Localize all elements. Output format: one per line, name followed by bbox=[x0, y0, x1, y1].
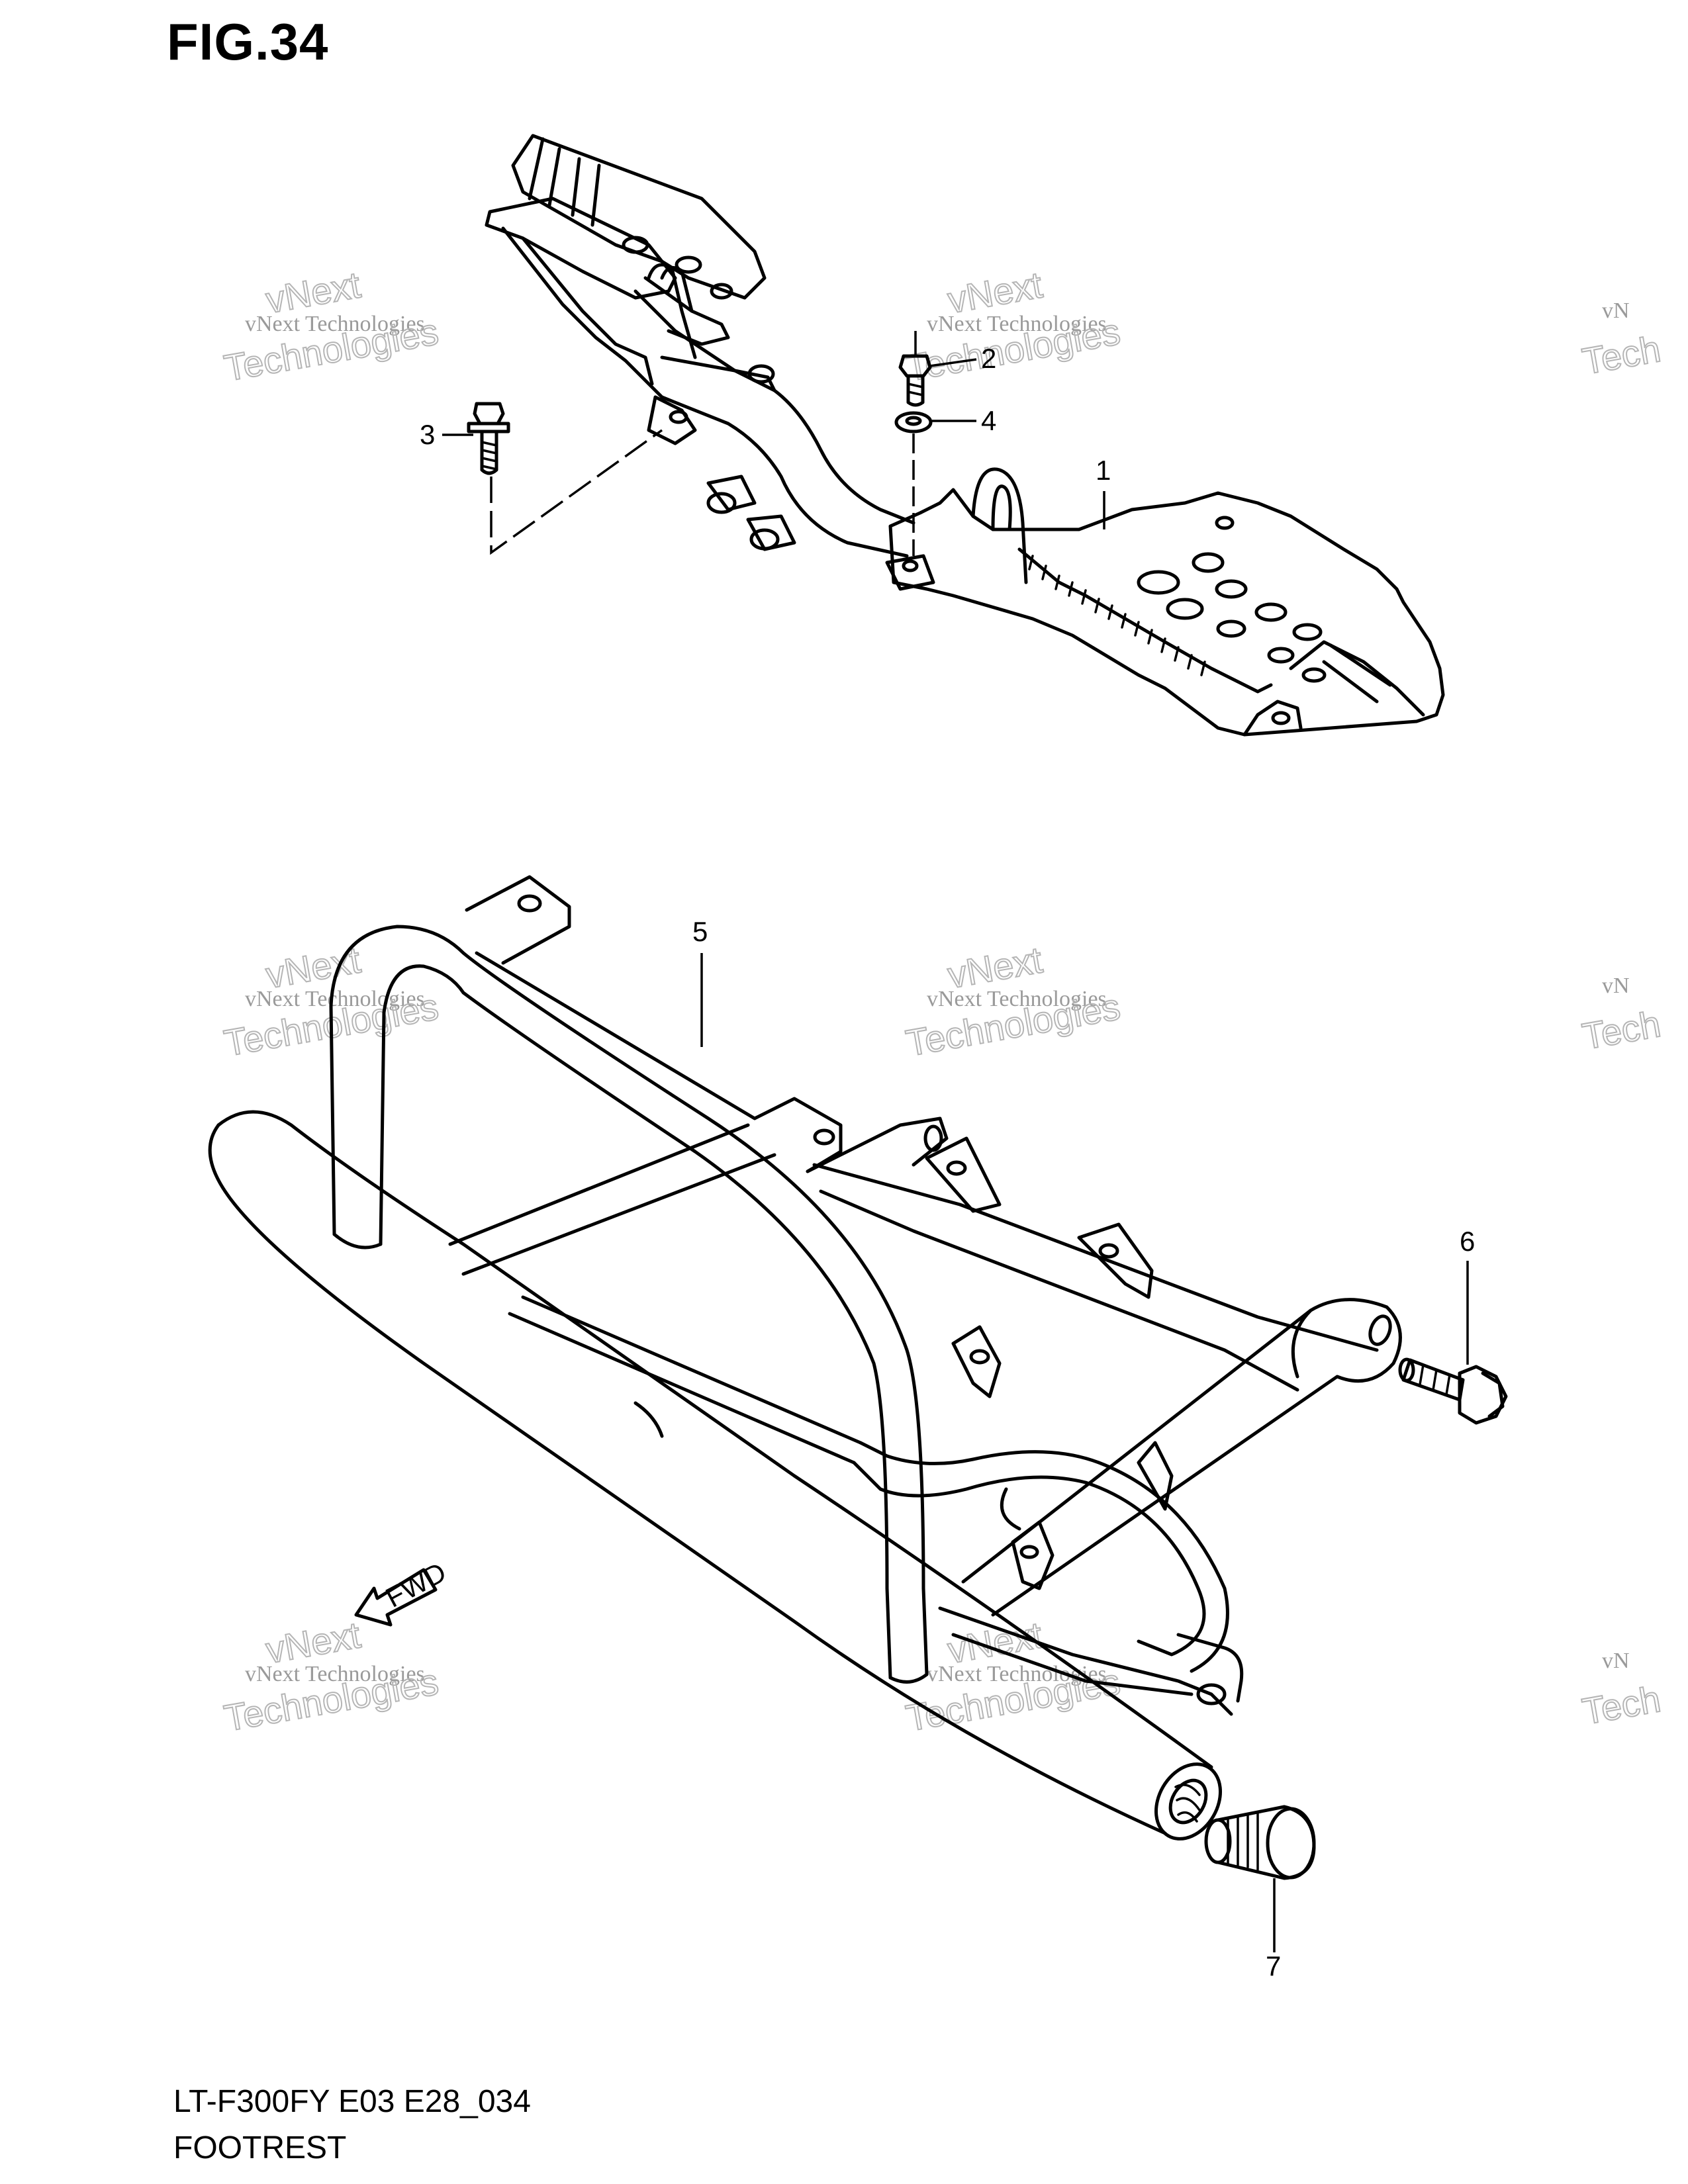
svg-text:Tech: Tech bbox=[1579, 328, 1664, 383]
svg-text:vNext Technologies: vNext Technologies bbox=[245, 312, 425, 336]
watermark-group: vNext Technologies Technologies vNext vN… bbox=[220, 263, 1664, 1740]
svg-text:Tech: Tech bbox=[1579, 1003, 1664, 1058]
part-7-plug bbox=[1204, 1805, 1316, 1880]
callout-5: 5 bbox=[692, 916, 708, 1047]
watermark-edge: vN Tech bbox=[1579, 298, 1664, 383]
footrest-assembly bbox=[485, 134, 1445, 737]
part-5-guard-frame bbox=[208, 875, 1402, 1841]
svg-text:vN: vN bbox=[1602, 974, 1630, 998]
svg-text:vN: vN bbox=[1602, 298, 1630, 323]
watermark-edge: vN Tech bbox=[1579, 1649, 1664, 1733]
callout-1: 1 bbox=[1096, 455, 1111, 529]
callout-3: 3 bbox=[420, 419, 473, 450]
part-2-bolt bbox=[898, 354, 932, 407]
svg-text:vNext Technologies: vNext Technologies bbox=[245, 987, 425, 1011]
svg-text:vNext Technologies: vNext Technologies bbox=[245, 1662, 425, 1686]
fwd-arrow-icon: FWD bbox=[354, 1556, 451, 1627]
callout-2: 2 bbox=[929, 343, 996, 374]
callout-4: 4 bbox=[932, 405, 996, 436]
part-6-bolt bbox=[1398, 1357, 1508, 1425]
watermark: vNext Technologies Technologies vNext bbox=[902, 938, 1124, 1065]
part-3-bolt bbox=[467, 402, 510, 475]
svg-text:FWD: FWD bbox=[381, 1556, 451, 1613]
section-name: FOOTREST bbox=[173, 2130, 347, 2165]
callout-6: 6 bbox=[1460, 1226, 1475, 1365]
svg-text:vNext Technologies: vNext Technologies bbox=[927, 1662, 1107, 1686]
watermark-edge: vN Tech bbox=[1579, 974, 1664, 1058]
svg-text:7: 7 bbox=[1266, 1950, 1281, 1981]
svg-text:5: 5 bbox=[692, 916, 708, 947]
part-4-washer bbox=[894, 411, 933, 433]
figure-title: FIG.34 bbox=[167, 13, 329, 71]
svg-text:3: 3 bbox=[420, 419, 435, 450]
svg-text:Tech: Tech bbox=[1579, 1678, 1664, 1733]
svg-text:vN: vN bbox=[1602, 1649, 1630, 1673]
assembly-guide-lines-top bbox=[490, 331, 917, 556]
callout-7: 7 bbox=[1266, 1878, 1281, 1981]
svg-text:1: 1 bbox=[1096, 455, 1111, 486]
model-code: LT-F300FY E03 E28_034 bbox=[173, 2084, 531, 2119]
watermark: vNext Technologies Technologies vNext bbox=[220, 263, 442, 390]
watermark: vNext Technologies Technologies vNext bbox=[220, 1613, 442, 1740]
svg-text:6: 6 bbox=[1460, 1226, 1475, 1257]
svg-text:4: 4 bbox=[981, 405, 996, 436]
svg-text:vNext Technologies: vNext Technologies bbox=[927, 312, 1107, 336]
svg-text:vNext Technologies: vNext Technologies bbox=[927, 987, 1107, 1011]
watermark: vNext Technologies Technologies vNext bbox=[902, 263, 1124, 390]
svg-text:2: 2 bbox=[981, 343, 996, 374]
